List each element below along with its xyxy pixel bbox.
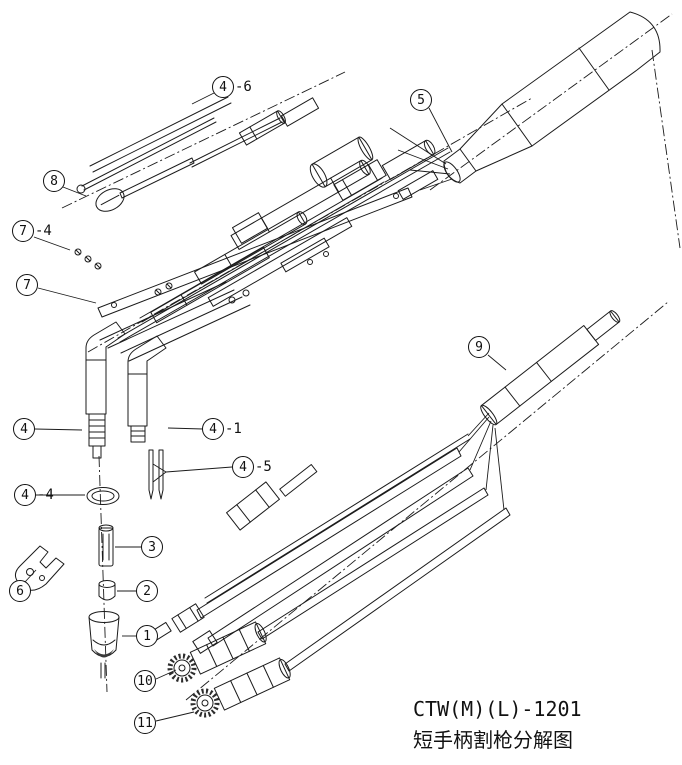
callout-8: 8 bbox=[43, 170, 66, 192]
figure-caption: CTW(M)(L)-1201 短手柄割枪分解图 bbox=[413, 694, 582, 756]
nozzle-cup-part bbox=[89, 612, 119, 679]
cleaning-needles bbox=[90, 97, 231, 172]
body-plate-part bbox=[98, 188, 412, 317]
torch-head-alt-part bbox=[128, 336, 166, 442]
callout-circle: 4 bbox=[202, 418, 224, 440]
callout-4-6: 4-6 bbox=[212, 76, 252, 98]
callout-circle: 4 bbox=[14, 484, 36, 506]
outer-tube-part bbox=[459, 305, 625, 510]
callout-circle: 1 bbox=[136, 625, 158, 647]
hex-fitting bbox=[227, 482, 280, 530]
callout-9: 9 bbox=[468, 336, 491, 358]
callout-circle: 7 bbox=[16, 274, 38, 296]
callout-circle: 7 bbox=[12, 220, 34, 242]
electrode-needles-part bbox=[149, 450, 163, 499]
callout-circle: 9 bbox=[468, 336, 490, 358]
callout-4-1: 4-1 bbox=[202, 418, 242, 440]
outer-sleeve-section bbox=[307, 135, 375, 190]
callout-4: 4 bbox=[13, 418, 36, 440]
callout-suffix: -1 bbox=[225, 421, 242, 437]
torch-body-bundle bbox=[118, 135, 450, 342]
leader-lines bbox=[25, 93, 506, 721]
connector-10-part bbox=[170, 620, 269, 680]
callout-6: 6 bbox=[9, 580, 32, 602]
center-lines bbox=[62, 14, 680, 700]
callout-3: 3 bbox=[141, 536, 164, 558]
callout-suffix: -4 bbox=[35, 223, 52, 239]
callout-circle: 11 bbox=[134, 712, 156, 734]
torch-head-part bbox=[86, 282, 250, 458]
callout-4-5: 4-5 bbox=[232, 456, 272, 478]
callout-suffix: -6 bbox=[235, 79, 252, 95]
callout-1: 1 bbox=[136, 625, 159, 647]
callout-circle: 4 bbox=[13, 418, 35, 440]
callout-circle: 6 bbox=[9, 580, 31, 602]
callout-circle: 4 bbox=[212, 76, 234, 98]
callout-4-4: 4-4 bbox=[14, 484, 54, 506]
callout-7: 7 bbox=[16, 274, 39, 296]
distributor-sleeve-part bbox=[99, 525, 113, 566]
callout-10: 10 bbox=[134, 670, 157, 692]
callout-5: 5 bbox=[410, 89, 433, 111]
figure-title: 短手柄割枪分解图 bbox=[413, 728, 573, 752]
connector-11-part bbox=[193, 656, 293, 715]
figure-model: CTW(M)(L)-1201 bbox=[413, 697, 582, 721]
callout-circle: 8 bbox=[43, 170, 65, 192]
tools-group bbox=[77, 97, 319, 216]
callout-suffix: -5 bbox=[255, 459, 272, 475]
retaining-ring-part bbox=[87, 488, 119, 505]
nozzle-insert-part bbox=[99, 581, 115, 601]
callout-11: 11 bbox=[134, 712, 157, 734]
callout-circle: 2 bbox=[136, 580, 158, 602]
callout-circle: 4 bbox=[232, 456, 254, 478]
hose-bundle bbox=[147, 434, 510, 671]
callout-suffix: -4 bbox=[37, 487, 54, 503]
callout-7-4: 7-4 bbox=[12, 220, 52, 242]
callout-circle: 5 bbox=[410, 89, 432, 111]
screws-part bbox=[75, 249, 172, 295]
callout-circle: 10 bbox=[134, 670, 156, 692]
callout-2: 2 bbox=[136, 580, 159, 602]
callout-circle: 3 bbox=[141, 536, 163, 558]
